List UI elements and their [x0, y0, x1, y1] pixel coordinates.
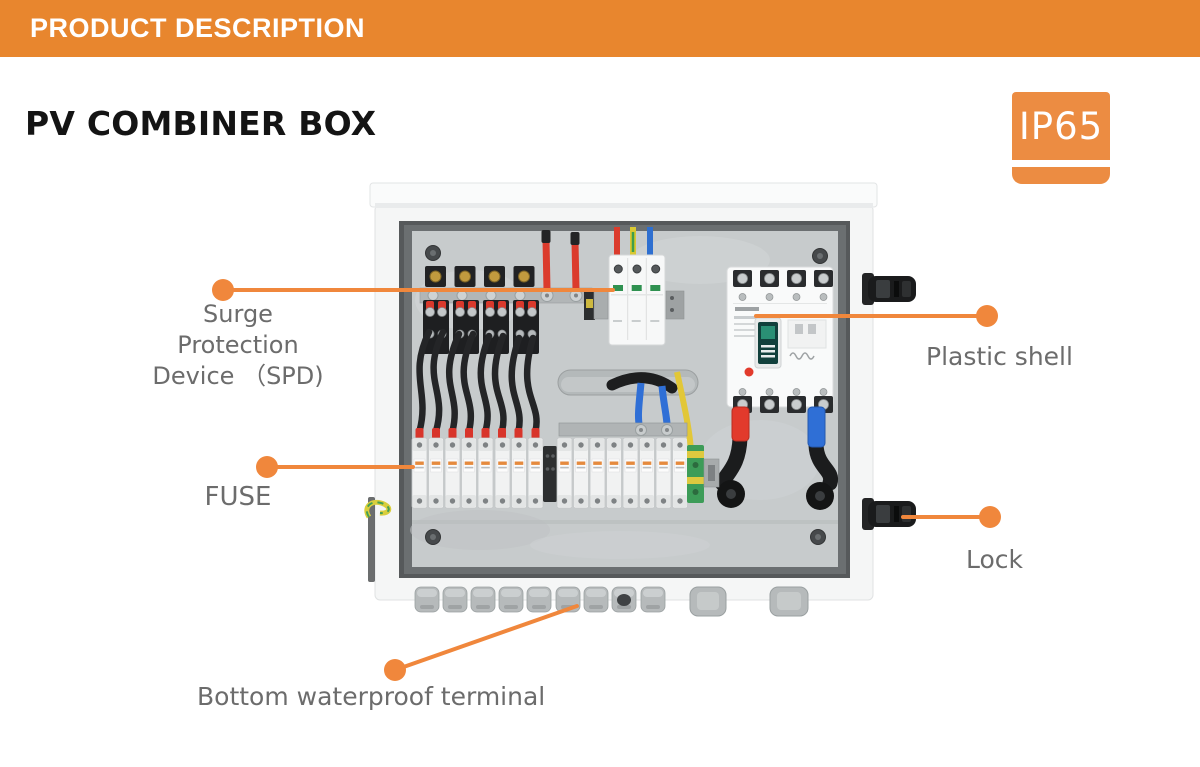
cable-gland: [583, 586, 609, 613]
fuse-holder: [527, 437, 544, 509]
annotation-fuse: FUSE: [204, 482, 272, 512]
ip-rating-badge: IP65: [1012, 92, 1110, 184]
bottom-terminal-leader-dot: [384, 659, 406, 681]
annotation-bottom-terminal: Bottom waterproof terminal: [197, 682, 546, 711]
fuse-wire-red-tips: [415, 428, 540, 439]
terminal-block: [424, 265, 447, 288]
string-wires: [416, 328, 540, 435]
fuse-holder: [511, 437, 527, 509]
annotation-spd-line3: Device （SPD): [152, 362, 324, 390]
leader-lines: [226, 288, 992, 672]
fuse-holder: [622, 437, 639, 509]
cable-gland: [498, 586, 524, 613]
red-input-wires: [540, 230, 583, 302]
cable-gland: [414, 586, 440, 613]
plate-bolts: [425, 245, 828, 545]
ip-rating-badge-underline: [1012, 167, 1110, 184]
fuse-holder: [411, 437, 428, 509]
annotation-lock: Lock: [966, 545, 1024, 574]
fuse-holder: [606, 437, 622, 509]
lock-latch-top: [862, 273, 916, 305]
annotation-plastic-shell: Plastic shell: [926, 342, 1073, 371]
terminal-block: [454, 265, 476, 288]
fuse-holder: [639, 437, 655, 509]
fuse-holder: [672, 437, 688, 509]
fuse-holder: [589, 437, 606, 509]
fuse-holder: [655, 437, 672, 509]
lock-latch-bottom: [862, 498, 916, 530]
ip-rating-badge-label: IP65: [1012, 92, 1110, 160]
annotation-spd: Surge Protection Device （SPD): [138, 299, 338, 392]
fuse-leader-dot: [256, 456, 278, 478]
din-coupler: [543, 446, 557, 502]
fuse-holder: [573, 437, 589, 509]
fuse-holder: [494, 437, 511, 509]
ground-terminal: [687, 445, 720, 503]
fuse-holder: [444, 437, 461, 509]
section-banner-title: PRODUCT DESCRIPTION: [30, 13, 366, 43]
leader-dots: [212, 279, 1001, 681]
output-cables: [714, 406, 839, 510]
annotation-spd-line1: Surge: [203, 300, 273, 328]
fuse-holder: [556, 437, 573, 509]
fuse-holder: [477, 437, 494, 509]
door-hinge-gap: [368, 497, 375, 582]
plastic-shell-leader-dot: [976, 305, 998, 327]
circuit-breaker: [726, 266, 834, 414]
section-banner: PRODUCT DESCRIPTION: [0, 0, 1200, 57]
product-title: PV COMBINER BOX: [25, 104, 377, 143]
lock-leader-dot: [979, 506, 1001, 528]
bottom-terminal-leader-line: [393, 604, 579, 672]
cable-gland: [526, 586, 552, 613]
terminal-block: [513, 265, 535, 288]
fuse-holder: [461, 437, 477, 509]
cable-gland: [640, 586, 666, 613]
spd-module: [584, 227, 685, 346]
cable-glands: [414, 586, 809, 617]
terminal-block: [483, 265, 506, 288]
annotation-spd-line2: Protection: [177, 331, 299, 359]
fuse-holder: [428, 437, 444, 509]
breaker-indicator-light: [744, 367, 754, 377]
cable-gland: [470, 586, 496, 613]
spd-leader-dot: [212, 279, 234, 301]
ground-wire: [364, 499, 392, 519]
breaker-toggle: [758, 322, 778, 364]
cable-gland: [442, 586, 468, 613]
